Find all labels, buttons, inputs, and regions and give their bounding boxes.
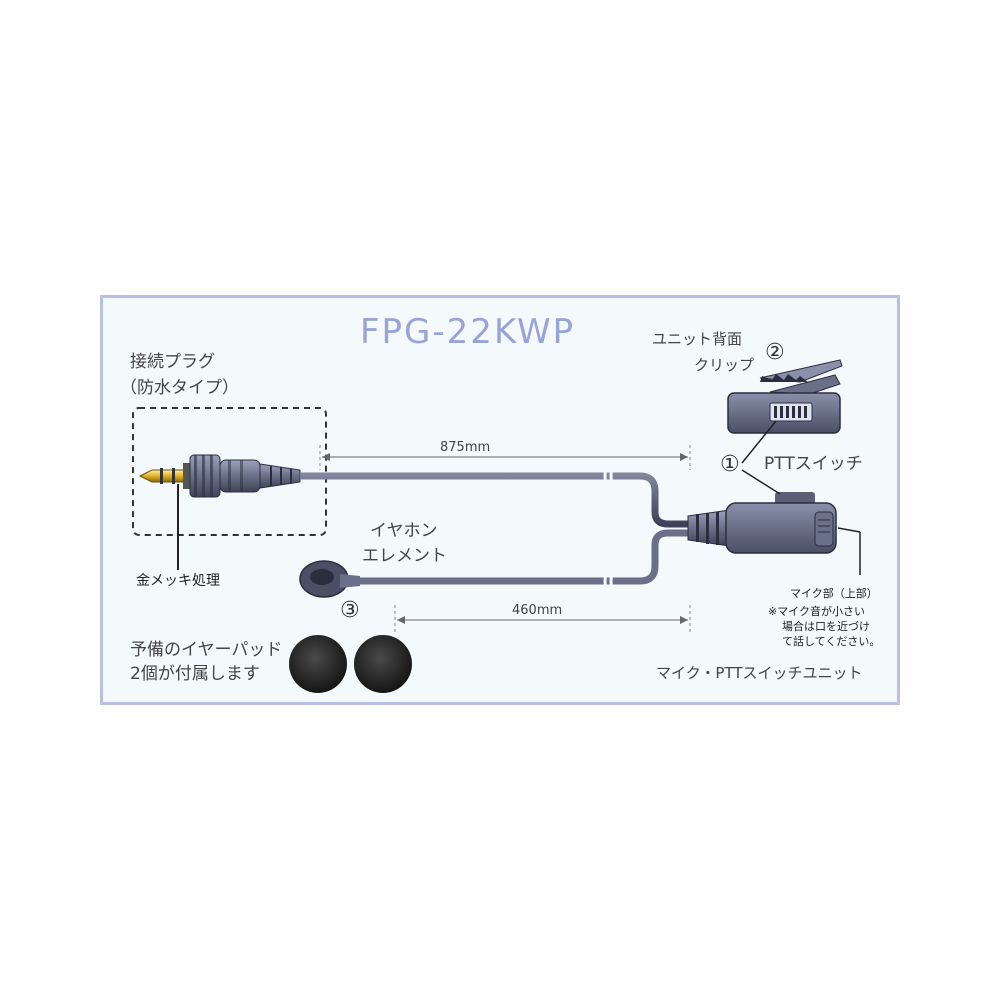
mic-note-3: て話してください。: [782, 635, 881, 648]
number-3: ③: [340, 598, 360, 623]
dimension-lower-label: 460mm: [512, 603, 563, 618]
spare-ear-pad-1: [289, 635, 347, 693]
clip-back-unit: [727, 359, 843, 434]
dimension-460: [394, 605, 691, 632]
unit-strain-relief: [687, 509, 731, 547]
number-2: ②: [765, 340, 785, 365]
plug-label-1: 接続プラグ: [130, 352, 215, 372]
plug-label-2: （防水タイプ）: [120, 378, 239, 398]
spare-pad-label-2: 2個が付属します: [130, 664, 260, 684]
ptt-leader-bottom: [741, 469, 781, 495]
dimension-upper-label: 875mm: [440, 440, 491, 455]
earphone-label-2: エレメント: [362, 546, 447, 566]
unit-label: マイク・PTTスイッチユニット: [656, 664, 863, 682]
spare-ear-pad-2: [354, 635, 412, 693]
mic-ptt-unit: [725, 492, 837, 554]
clip-label-1: ユニット背面: [652, 330, 743, 348]
ptt-leader-top: [741, 420, 777, 464]
earphone-element: [299, 560, 360, 598]
connector-plug: [138, 454, 301, 498]
diagram-panel: [100, 295, 900, 705]
upper-cable: [300, 467, 690, 528]
lower-cable: [355, 529, 690, 590]
mic-leader: [837, 527, 861, 533]
mic-note-1: ※マイク音が小さい: [768, 605, 865, 618]
clip-label-2: クリップ: [694, 356, 755, 374]
number-1: ①: [720, 452, 740, 477]
plug-dashed-box: [132, 407, 327, 536]
earphone-label-1: イヤホン: [370, 521, 438, 541]
mic-top-label: マイク部（上部）: [790, 587, 878, 600]
mic-note-2: 場合は口を近づけ: [782, 620, 870, 633]
product-title: FPG-22KWP: [360, 312, 576, 352]
ptt-switch-label: PTTスイッチ: [764, 454, 863, 474]
gold-plating-label: 金メッキ処理: [136, 573, 220, 589]
spare-pad-label-1: 予備のイヤーパッド: [130, 640, 283, 660]
dimension-875: [319, 445, 691, 470]
